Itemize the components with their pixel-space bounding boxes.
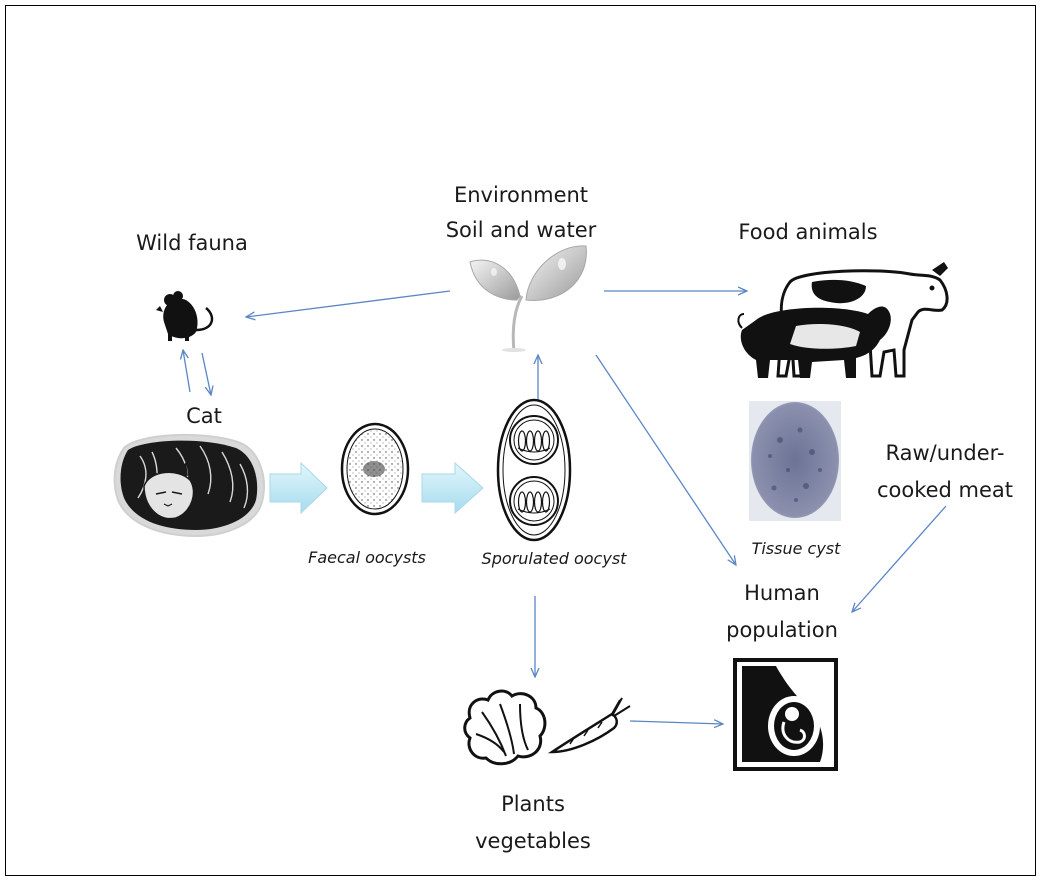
wild-fauna-label: Wild fauna (136, 231, 248, 255)
plants-label-2: vegetables (475, 829, 591, 853)
cat-label: Cat (186, 404, 222, 428)
arrow-plants-to-human (630, 721, 723, 724)
arrow-env-to-wild-fauna (246, 291, 450, 317)
pig-icon (738, 307, 890, 378)
environment-label: Environment (454, 183, 588, 207)
mouse-icon (156, 291, 212, 341)
pregnancy-icon (735, 660, 836, 769)
carrot-icon (552, 698, 630, 752)
tissue-cyst-label: Tissue cyst (752, 539, 842, 558)
arrow-mouse-to-cat (202, 353, 211, 395)
block-arrow-oocyst-to-sporulated (422, 463, 483, 513)
leaf-icon (470, 246, 586, 352)
tissue-cyst-icon (749, 401, 841, 521)
sporulated-oocyst-icon (498, 400, 570, 540)
food-animals-label: Food animals (738, 220, 877, 244)
arrow-env-to-human (596, 355, 736, 565)
faecal-oocysts-label: Faecal oocysts (308, 548, 426, 567)
lettuce-icon (465, 691, 545, 764)
human-label-2: population (726, 618, 838, 642)
arrow-meat-to-human (852, 506, 946, 612)
plants-label-1: Plants (501, 792, 565, 816)
cat-icon (115, 435, 264, 536)
arrow-cat-to-mouse (183, 350, 190, 392)
oocyst-icon (342, 424, 408, 514)
raw-meat-label-2: cooked meat (877, 478, 1013, 502)
block-arrow-cat-to-oocyst (270, 463, 327, 513)
raw-meat-label-1: Raw/under- (886, 441, 1005, 465)
sporulated-oocyst-label: Sporulated oocyst (482, 549, 628, 568)
human-label-1: Human (744, 581, 820, 605)
soil-water-label: Soil and water (446, 218, 597, 242)
